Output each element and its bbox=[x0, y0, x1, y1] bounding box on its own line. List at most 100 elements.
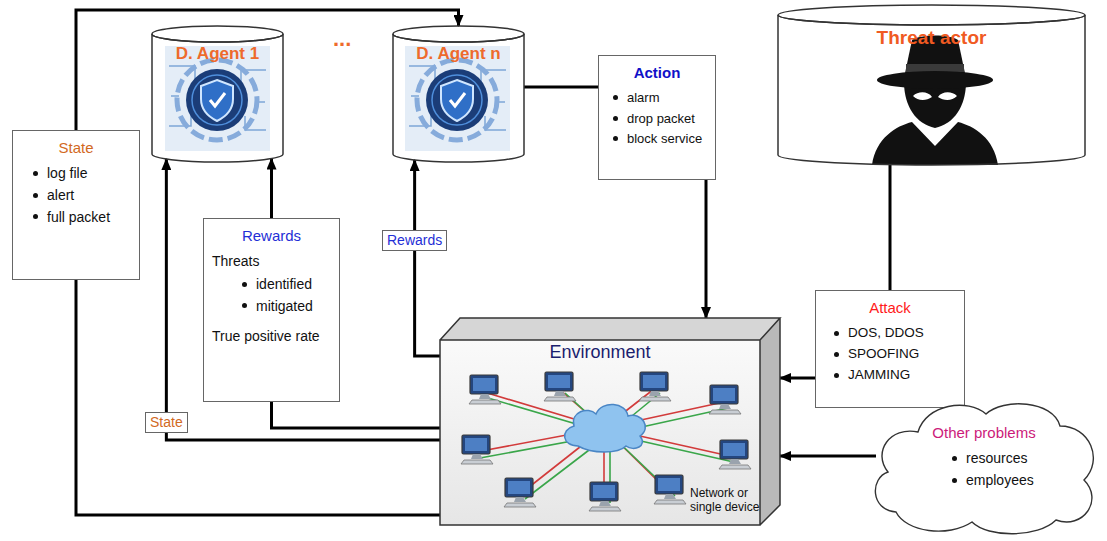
computer-icon bbox=[589, 482, 621, 511]
bullet-text: resources bbox=[966, 450, 1027, 467]
threat-actor-cylinder: Threat actor bbox=[778, 5, 1085, 165]
cloud-symbol bbox=[565, 404, 646, 452]
rewards-box: RewardsThreats identified mitigatedTrue po… bbox=[203, 218, 340, 402]
connector bbox=[272, 402, 441, 428]
bullet-dot bbox=[613, 136, 618, 141]
environment-box-faces bbox=[440, 318, 780, 525]
cylinder-top bbox=[393, 26, 524, 42]
agent-cylinder: D. Agent n bbox=[393, 26, 524, 162]
bullet-dot bbox=[242, 282, 247, 287]
bullet-item: alert bbox=[21, 187, 131, 204]
computer-icon bbox=[544, 372, 576, 401]
node-text: State bbox=[150, 414, 183, 431]
bullet-text: alert bbox=[47, 187, 74, 204]
connector bbox=[270, 159, 273, 218]
connector bbox=[413, 160, 416, 230]
bullet-dot bbox=[952, 456, 957, 461]
bullet-text: drop packet bbox=[627, 111, 695, 127]
node-title: Other problems bbox=[868, 424, 1094, 442]
connector bbox=[705, 180, 708, 318]
rewards-tag: Rewards bbox=[382, 230, 447, 251]
spy-hat-band bbox=[906, 64, 964, 72]
cylinder-top bbox=[778, 5, 1085, 25]
computer-icon bbox=[461, 435, 493, 464]
bullet-dot bbox=[33, 214, 38, 219]
spy-eyes bbox=[913, 92, 957, 100]
box-side-face bbox=[760, 318, 780, 525]
bullet-text: block service bbox=[627, 131, 702, 147]
bullet-dot bbox=[613, 95, 618, 100]
node-text: Network or single device bbox=[690, 486, 772, 515]
bullet-text: alarm bbox=[627, 90, 660, 106]
spy-coat bbox=[872, 122, 998, 165]
cylinder-body bbox=[778, 15, 1085, 165]
bullet-text: DOS, DDOS bbox=[848, 325, 924, 341]
connector bbox=[415, 251, 440, 356]
node-title: Rewards bbox=[212, 227, 331, 245]
connector bbox=[165, 159, 168, 412]
bullet-dot bbox=[834, 331, 839, 336]
state-tag: State bbox=[145, 412, 188, 433]
environment-box: EnvironmentNetwork or single device bbox=[440, 318, 780, 525]
cylinder-body bbox=[393, 34, 524, 162]
node-text: True positive rate bbox=[212, 328, 331, 345]
bullet-item: alarm bbox=[607, 90, 707, 106]
node-text: Threats bbox=[212, 253, 331, 270]
bullet-dot bbox=[33, 193, 38, 198]
state-box: Statelog filealertfull packet bbox=[12, 130, 140, 280]
bullet-dot bbox=[834, 373, 839, 378]
other-problems-cloud: Other problems resources employees bbox=[868, 398, 1100, 536]
bullet-item: DOS, DDOS bbox=[824, 325, 956, 341]
box-top-face bbox=[440, 318, 780, 340]
cloud-outline bbox=[875, 404, 1093, 534]
node-title: Attack bbox=[824, 299, 956, 317]
network-cloud bbox=[565, 404, 646, 452]
connector bbox=[780, 377, 815, 380]
computer-icon bbox=[639, 372, 671, 401]
bullet-item: log file bbox=[21, 165, 131, 182]
computer-icon bbox=[654, 475, 686, 504]
computer-icon bbox=[504, 478, 536, 507]
bullet-text: JAMMING bbox=[848, 367, 910, 383]
connector bbox=[166, 433, 440, 440]
ellipsis-label: ... bbox=[333, 26, 351, 52]
node-text: Rewards bbox=[387, 232, 442, 249]
bullet-dot bbox=[613, 116, 618, 121]
bullet-dot bbox=[952, 478, 957, 483]
node-title: Environment bbox=[440, 342, 760, 364]
bullet-item: mitigated bbox=[212, 298, 331, 315]
bullet-item: block service bbox=[607, 131, 707, 147]
spy-figure bbox=[872, 36, 998, 166]
bullet-item: employees bbox=[868, 472, 1094, 489]
bullet-dot bbox=[242, 303, 247, 308]
connector bbox=[780, 455, 876, 458]
connector bbox=[524, 86, 598, 89]
bullet-item: full packet bbox=[21, 209, 131, 226]
bullet-item: resources bbox=[868, 450, 1094, 467]
bullet-text: identified bbox=[256, 276, 312, 293]
computer-icon bbox=[469, 375, 501, 404]
node-title: Threat actor bbox=[778, 27, 1085, 50]
agent-cylinder: D. Agent 1 bbox=[152, 26, 283, 162]
bullet-item: SPOOFING bbox=[824, 346, 956, 362]
bullet-item: identified bbox=[212, 276, 331, 293]
computer-icon bbox=[709, 385, 741, 414]
node-title: D. Agent 1 bbox=[152, 44, 283, 64]
bullet-text: employees bbox=[966, 472, 1034, 489]
connector bbox=[889, 165, 892, 290]
bullet-item: drop packet bbox=[607, 111, 707, 127]
bullet-text: SPOOFING bbox=[848, 346, 919, 362]
bullet-text: full packet bbox=[47, 209, 110, 226]
bullet-dot bbox=[33, 171, 38, 176]
box-edges bbox=[440, 318, 780, 525]
attack-box: AttackDOS, DDOS SPOOFING JAMMING bbox=[815, 290, 965, 408]
spy-hat-brim bbox=[877, 71, 993, 89]
bullet-text: mitigated bbox=[256, 298, 313, 315]
action-box: Actionalarmdrop packetblock service bbox=[598, 55, 716, 180]
node-title: D. Agent n bbox=[393, 44, 524, 64]
computer-icon bbox=[719, 440, 751, 469]
other-problems-cloud-outline bbox=[868, 398, 1100, 536]
cylinder-body bbox=[152, 34, 283, 162]
